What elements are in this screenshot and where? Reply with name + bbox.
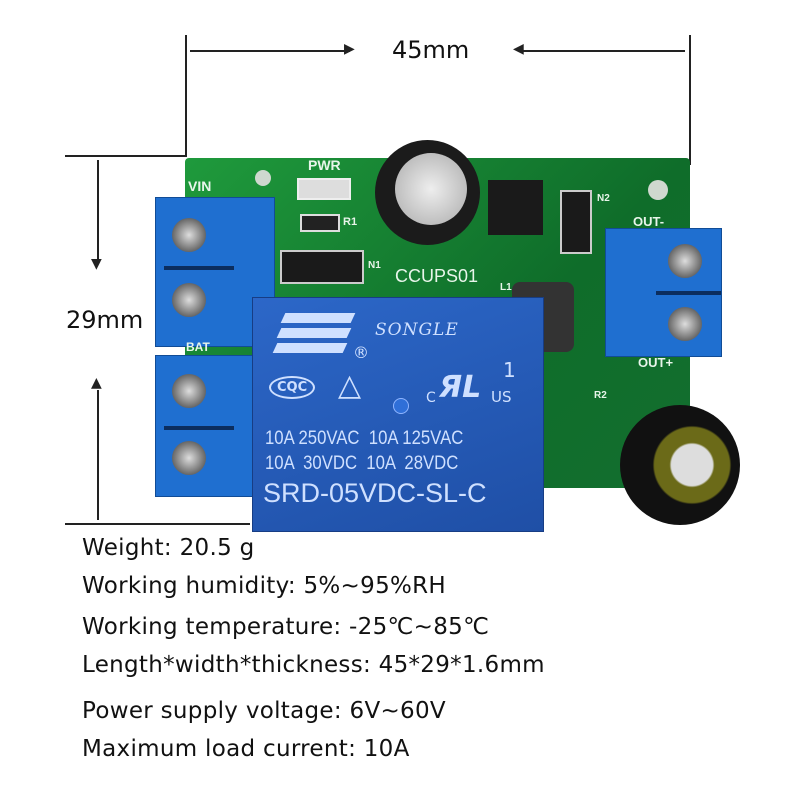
screw-icon (172, 441, 206, 475)
out-plus-label: OUT+ (638, 355, 674, 370)
terminal-divider (164, 426, 234, 430)
width-arrow-right (522, 50, 685, 52)
n2-label: N2 (597, 193, 610, 204)
l1-label: L1 (500, 282, 512, 293)
diode-n2 (560, 190, 592, 254)
screw-icon (172, 218, 206, 252)
songle-logo-stripe (280, 313, 356, 323)
capacitor-top (395, 153, 467, 225)
electrolytic-capacitor-2 (620, 405, 740, 525)
ul-us-label: US (491, 388, 512, 406)
out-minus-label: OUT- (633, 214, 665, 229)
terminal-block-bat (155, 355, 257, 497)
mounting-hole (255, 170, 271, 186)
songle-logo-stripe (276, 328, 352, 338)
relay-rating-ac: 10A 250VAC 10A 125VAC (265, 428, 464, 449)
height-label: 29mm (66, 306, 144, 334)
width-arrow-left (190, 50, 350, 52)
arrow-right-icon: ▶ (344, 41, 355, 57)
dimension-extension-line (65, 155, 185, 157)
width-label: 45mm (392, 36, 470, 64)
pwr-label: PWR (308, 157, 341, 173)
screw-icon (668, 244, 702, 278)
dimension-extension-line (185, 35, 187, 157)
vin-label: VIN (188, 178, 212, 194)
arrow-down-icon: ▼ (91, 256, 102, 272)
terminal-divider (656, 291, 721, 295)
spec-humidity: Working humidity: 5%~95%RH (82, 573, 447, 599)
ul-mark-icon: ЯL (439, 370, 482, 405)
spec-weight: Weight: 20.5 g (82, 535, 255, 561)
resistor-r1 (300, 214, 340, 232)
dimension-extension-line (689, 35, 691, 165)
ic-chip (488, 180, 543, 235)
dimension-extension-line (65, 523, 250, 525)
terminal-block-out (605, 228, 722, 357)
relay-mark-1: 1 (503, 358, 516, 382)
pwr-led (297, 178, 351, 200)
screw-icon (668, 307, 702, 341)
model-label: CCUPS01 (395, 266, 479, 286)
relay-indicator-dot (393, 398, 409, 414)
relay-rating-dc: 10A 30VDC 10A 28VDC (265, 453, 459, 474)
terminal-divider (164, 266, 234, 270)
spec-dimensions: Length*width*thickness: 45*29*1.6mm (82, 652, 545, 678)
arrow-up-icon: ▲ (91, 375, 102, 391)
diode-n1 (280, 250, 364, 284)
n1-label: N1 (368, 260, 381, 271)
r1-label: R1 (343, 216, 358, 228)
height-arrow-top (97, 160, 99, 260)
registered-icon: ® (353, 343, 369, 362)
height-arrow-bottom (97, 390, 99, 520)
arrow-left-icon: ◀ (513, 41, 524, 57)
relay-part-number: SRD-05VDC-SL-C (263, 478, 487, 508)
spec-load-current: Maximum load current: 10A (82, 736, 410, 762)
relay-brand: SONGLE (375, 320, 459, 340)
bat-label: BAT (186, 340, 210, 354)
screw-icon (172, 283, 206, 317)
spec-voltage: Power supply voltage: 6V~60V (82, 698, 446, 724)
songle-logo-stripe (272, 343, 348, 353)
mounting-hole (648, 180, 668, 200)
cert-triangle-icon: △ (338, 368, 362, 403)
screw-icon (172, 374, 206, 408)
spec-temperature: Working temperature: -25℃~85℃ (82, 614, 490, 640)
r2-label: R2 (594, 390, 607, 401)
cqc-mark: CQC (269, 376, 316, 399)
relay: SONGLE ® CQC △ C ЯL US 1 10A 250VAC 10A … (252, 297, 544, 532)
ul-c-label: C (426, 390, 436, 406)
